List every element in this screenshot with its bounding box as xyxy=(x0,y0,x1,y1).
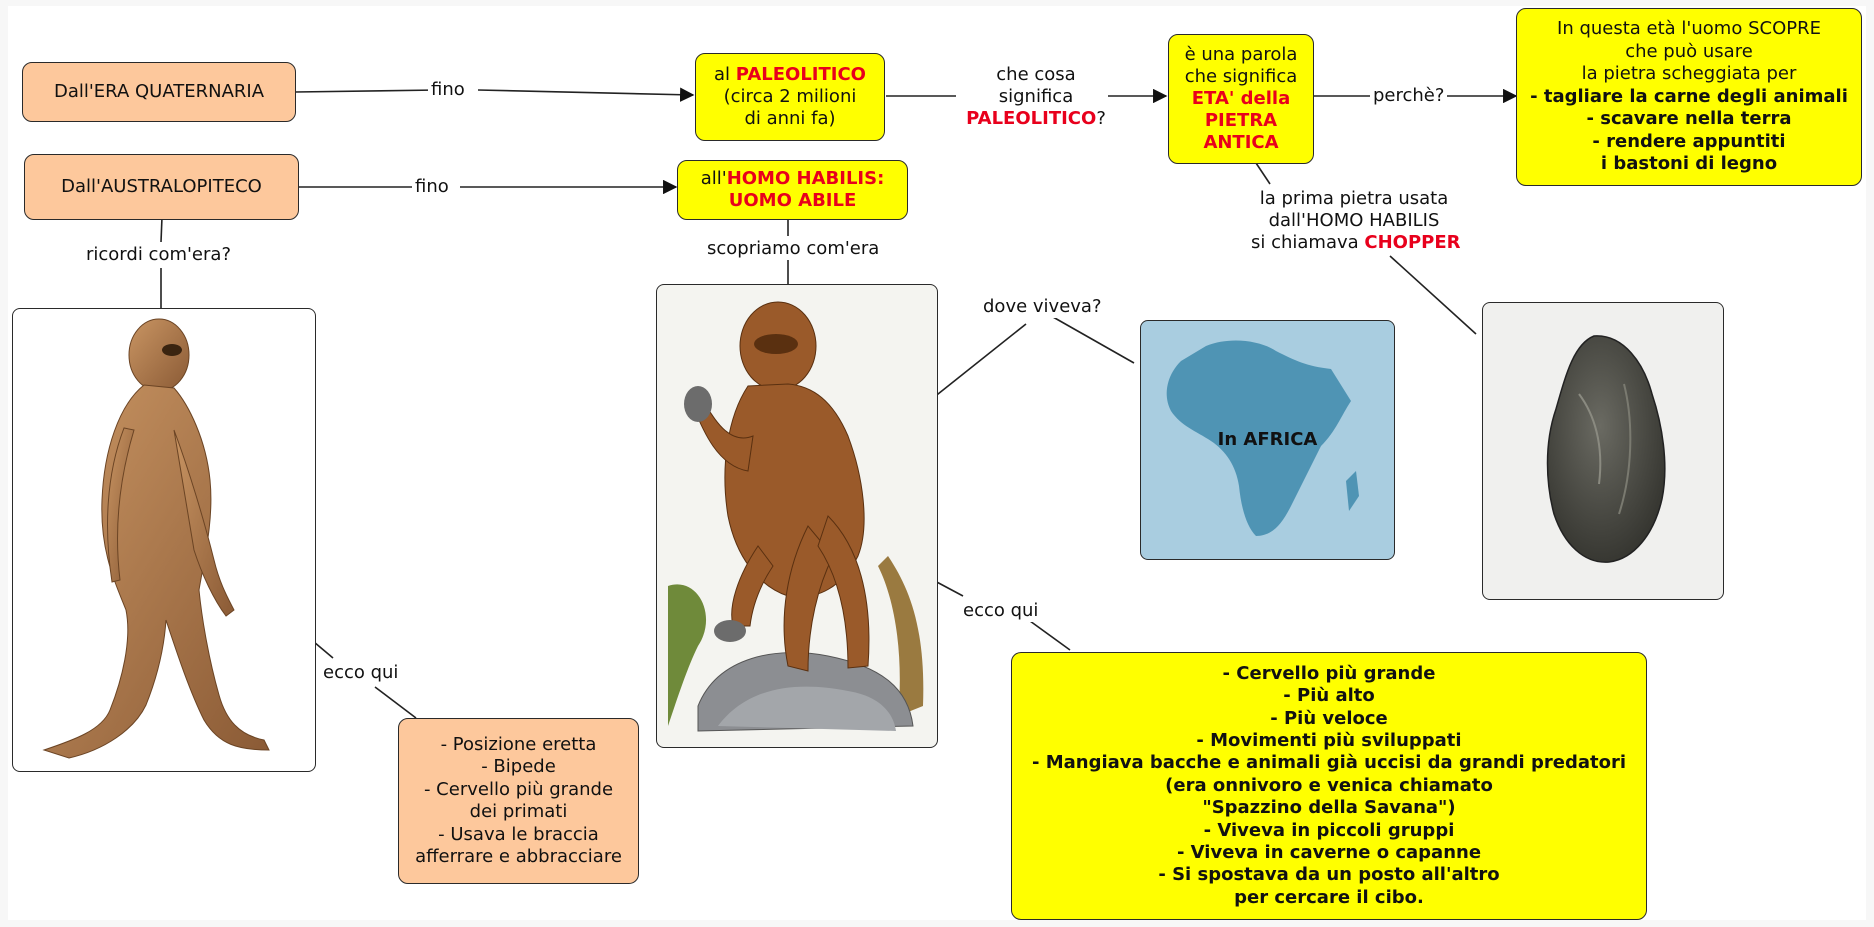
link-prima-chopper xyxy=(1389,255,1477,335)
australo-trait-6: afferrare e abbracciare xyxy=(415,846,622,867)
habilis-trait-8: - Viveva in piccoli gruppi xyxy=(1203,819,1455,841)
paleolitico-prefix: al xyxy=(714,64,736,85)
chopper-stone-icon xyxy=(1546,335,1666,563)
australo-trait-2: - Bipede xyxy=(481,756,556,777)
node-scopre: In questa età l'uomo SCOPRE che può usar… xyxy=(1516,8,1862,186)
africa-map-image: In AFRICA xyxy=(1140,320,1395,560)
link-image-ecco2 xyxy=(932,579,964,597)
link-label-fino-1: fino xyxy=(428,79,468,101)
link-dove-africa xyxy=(1052,316,1135,364)
australo-trait-4: dei primati xyxy=(469,801,568,822)
node-era-label: Dall'ERA QUATERNARIA xyxy=(53,81,265,102)
link-label-ricordi: ricordi com'era? xyxy=(83,244,234,266)
paleolitico-line1: al PALEOLITICO xyxy=(714,64,866,86)
homo-habilis-image xyxy=(656,284,938,748)
node-australopiteco: Dall'AUSTRALOPITECO xyxy=(24,154,299,220)
link-eta-prima xyxy=(1253,159,1271,185)
scopre-line5: - scavare nella terra xyxy=(1586,108,1792,130)
node-australo-traits: - Posizione eretta - Bipede - Cervello p… xyxy=(398,718,639,884)
link-image-dove xyxy=(932,323,1027,399)
che-cosa-line1: che cosa xyxy=(996,64,1076,85)
habilis-trait-6: (era onnivoro e venica chiamato xyxy=(1165,774,1493,796)
habilis-trait-7: "Spazzino della Savana") xyxy=(1202,797,1456,819)
prima-line1: la prima pietra usata xyxy=(1259,188,1449,209)
link-australo-ricordi xyxy=(160,216,163,243)
australopithecus-image xyxy=(12,308,316,772)
eta-line4: PIETRA xyxy=(1204,110,1278,131)
che-cosa-red: PALEOLITICO xyxy=(966,108,1097,129)
link-label-scopriamo: scopriamo com'era xyxy=(704,238,883,260)
link-ecco1-traits xyxy=(374,686,417,719)
link-ecco2-traits xyxy=(1029,620,1071,651)
habilis-trait-10: - Si spostava da un posto all'altro xyxy=(1158,864,1500,886)
paleolitico-red: PALEOLITICO xyxy=(735,64,866,85)
che-cosa-line2: significa xyxy=(998,86,1074,107)
eta-line3: ETA' della xyxy=(1191,88,1291,109)
link-era-paleolitico xyxy=(294,89,439,93)
link-era-paleolitico-arrow xyxy=(477,87,695,102)
connector-lines xyxy=(160,87,1518,719)
node-habilis-traits: - Cervello più grande - Più alto - Più v… xyxy=(1011,652,1647,920)
scopre-line7: i bastoni di legno xyxy=(1600,153,1778,175)
paleolitico-line2: (circa 2 milioni xyxy=(723,86,857,107)
homo-prefix: all' xyxy=(700,168,727,189)
homo-line2: UOMO ABILE xyxy=(728,190,857,211)
node-paleolitico: al PALEOLITICO (circa 2 milioni di anni … xyxy=(695,53,885,141)
habilis-trait-4: - Movimenti più sviluppati xyxy=(1196,729,1462,751)
link-label-prima-pietra: la prima pietra usata dall'HOMO HABILIS … xyxy=(1248,188,1461,254)
homo-line1: all'HOMO HABILIS: xyxy=(701,168,885,190)
homo-habilis-figure-icon xyxy=(668,301,924,732)
habilis-trait-9: - Viveva in caverne o capanne xyxy=(1176,842,1482,864)
scopre-line1: In questa età l'uomo SCOPRE xyxy=(1557,18,1821,40)
link-label-perche: perchè? xyxy=(1370,85,1448,107)
scopre-line4: - tagliare la carne degli animali xyxy=(1530,85,1848,107)
habilis-trait-5: - Mangiava bacche e animali già uccisi d… xyxy=(1031,752,1627,774)
scopre-line6: - rendere appuntiti xyxy=(1592,130,1786,152)
scopre-line2: che può usare xyxy=(1625,40,1753,62)
australo-trait-5: - Usava le braccia xyxy=(438,823,599,845)
homo-red: HOMO HABILIS: xyxy=(726,168,885,189)
eta-line5: ANTICA xyxy=(1203,132,1279,153)
link-label-ecco-qui-2: ecco qui xyxy=(960,600,1042,622)
eta-line1: è una parola xyxy=(1184,44,1298,65)
habilis-trait-3: - Più veloce xyxy=(1270,707,1388,729)
eta-line2: che significa xyxy=(1184,66,1298,87)
habilis-trait-2: - Più alto xyxy=(1283,685,1375,707)
habilis-trait-1: - Cervello più grande xyxy=(1222,662,1436,684)
link-image-ecco1 xyxy=(313,641,334,659)
prima-prefix: si chiamava xyxy=(1251,232,1365,253)
node-homo-habilis: all'HOMO HABILIS: UOMO ABILE xyxy=(677,160,908,220)
australopithecus-figure-icon xyxy=(42,318,270,759)
chopper-stone-image xyxy=(1482,302,1724,600)
link-label-fino-2: fino xyxy=(412,176,452,198)
australo-trait-3: - Cervello più grande xyxy=(423,778,614,800)
node-era-quaternaria: Dall'ERA QUATERNARIA xyxy=(22,62,296,122)
node-australo-label: Dall'AUSTRALOPITECO xyxy=(61,176,262,197)
link-label-ecco-qui-1: ecco qui xyxy=(320,662,402,684)
paleolitico-line3: di anni fa) xyxy=(744,108,836,129)
link-label-che-cosa: che cosa significa PALEOLITICO? xyxy=(956,64,1116,130)
link-label-dove: dove viveva? xyxy=(980,296,1105,318)
node-eta-pietra-antica: è una parola che significa ETA' della PI… xyxy=(1168,34,1314,164)
che-cosa-line3: PALEOLITICO? xyxy=(959,108,1113,130)
prima-line2: dall'HOMO HABILIS xyxy=(1268,210,1440,231)
che-cosa-suffix: ? xyxy=(1096,108,1106,129)
prima-red: CHOPPER xyxy=(1364,232,1461,253)
africa-continent-icon xyxy=(1166,340,1359,536)
prima-line3: si chiamava CHOPPER xyxy=(1251,232,1461,254)
concept-map: Dall'ERA QUATERNARIA Dall'AUSTRALOPITECO… xyxy=(8,6,1866,920)
habilis-trait-11: per cercare il cibo. xyxy=(1234,886,1424,908)
australo-trait-1: - Posizione eretta xyxy=(440,733,597,755)
africa-label: In AFRICA xyxy=(1217,429,1318,450)
scopre-line3: la pietra scheggiata per xyxy=(1581,63,1797,85)
